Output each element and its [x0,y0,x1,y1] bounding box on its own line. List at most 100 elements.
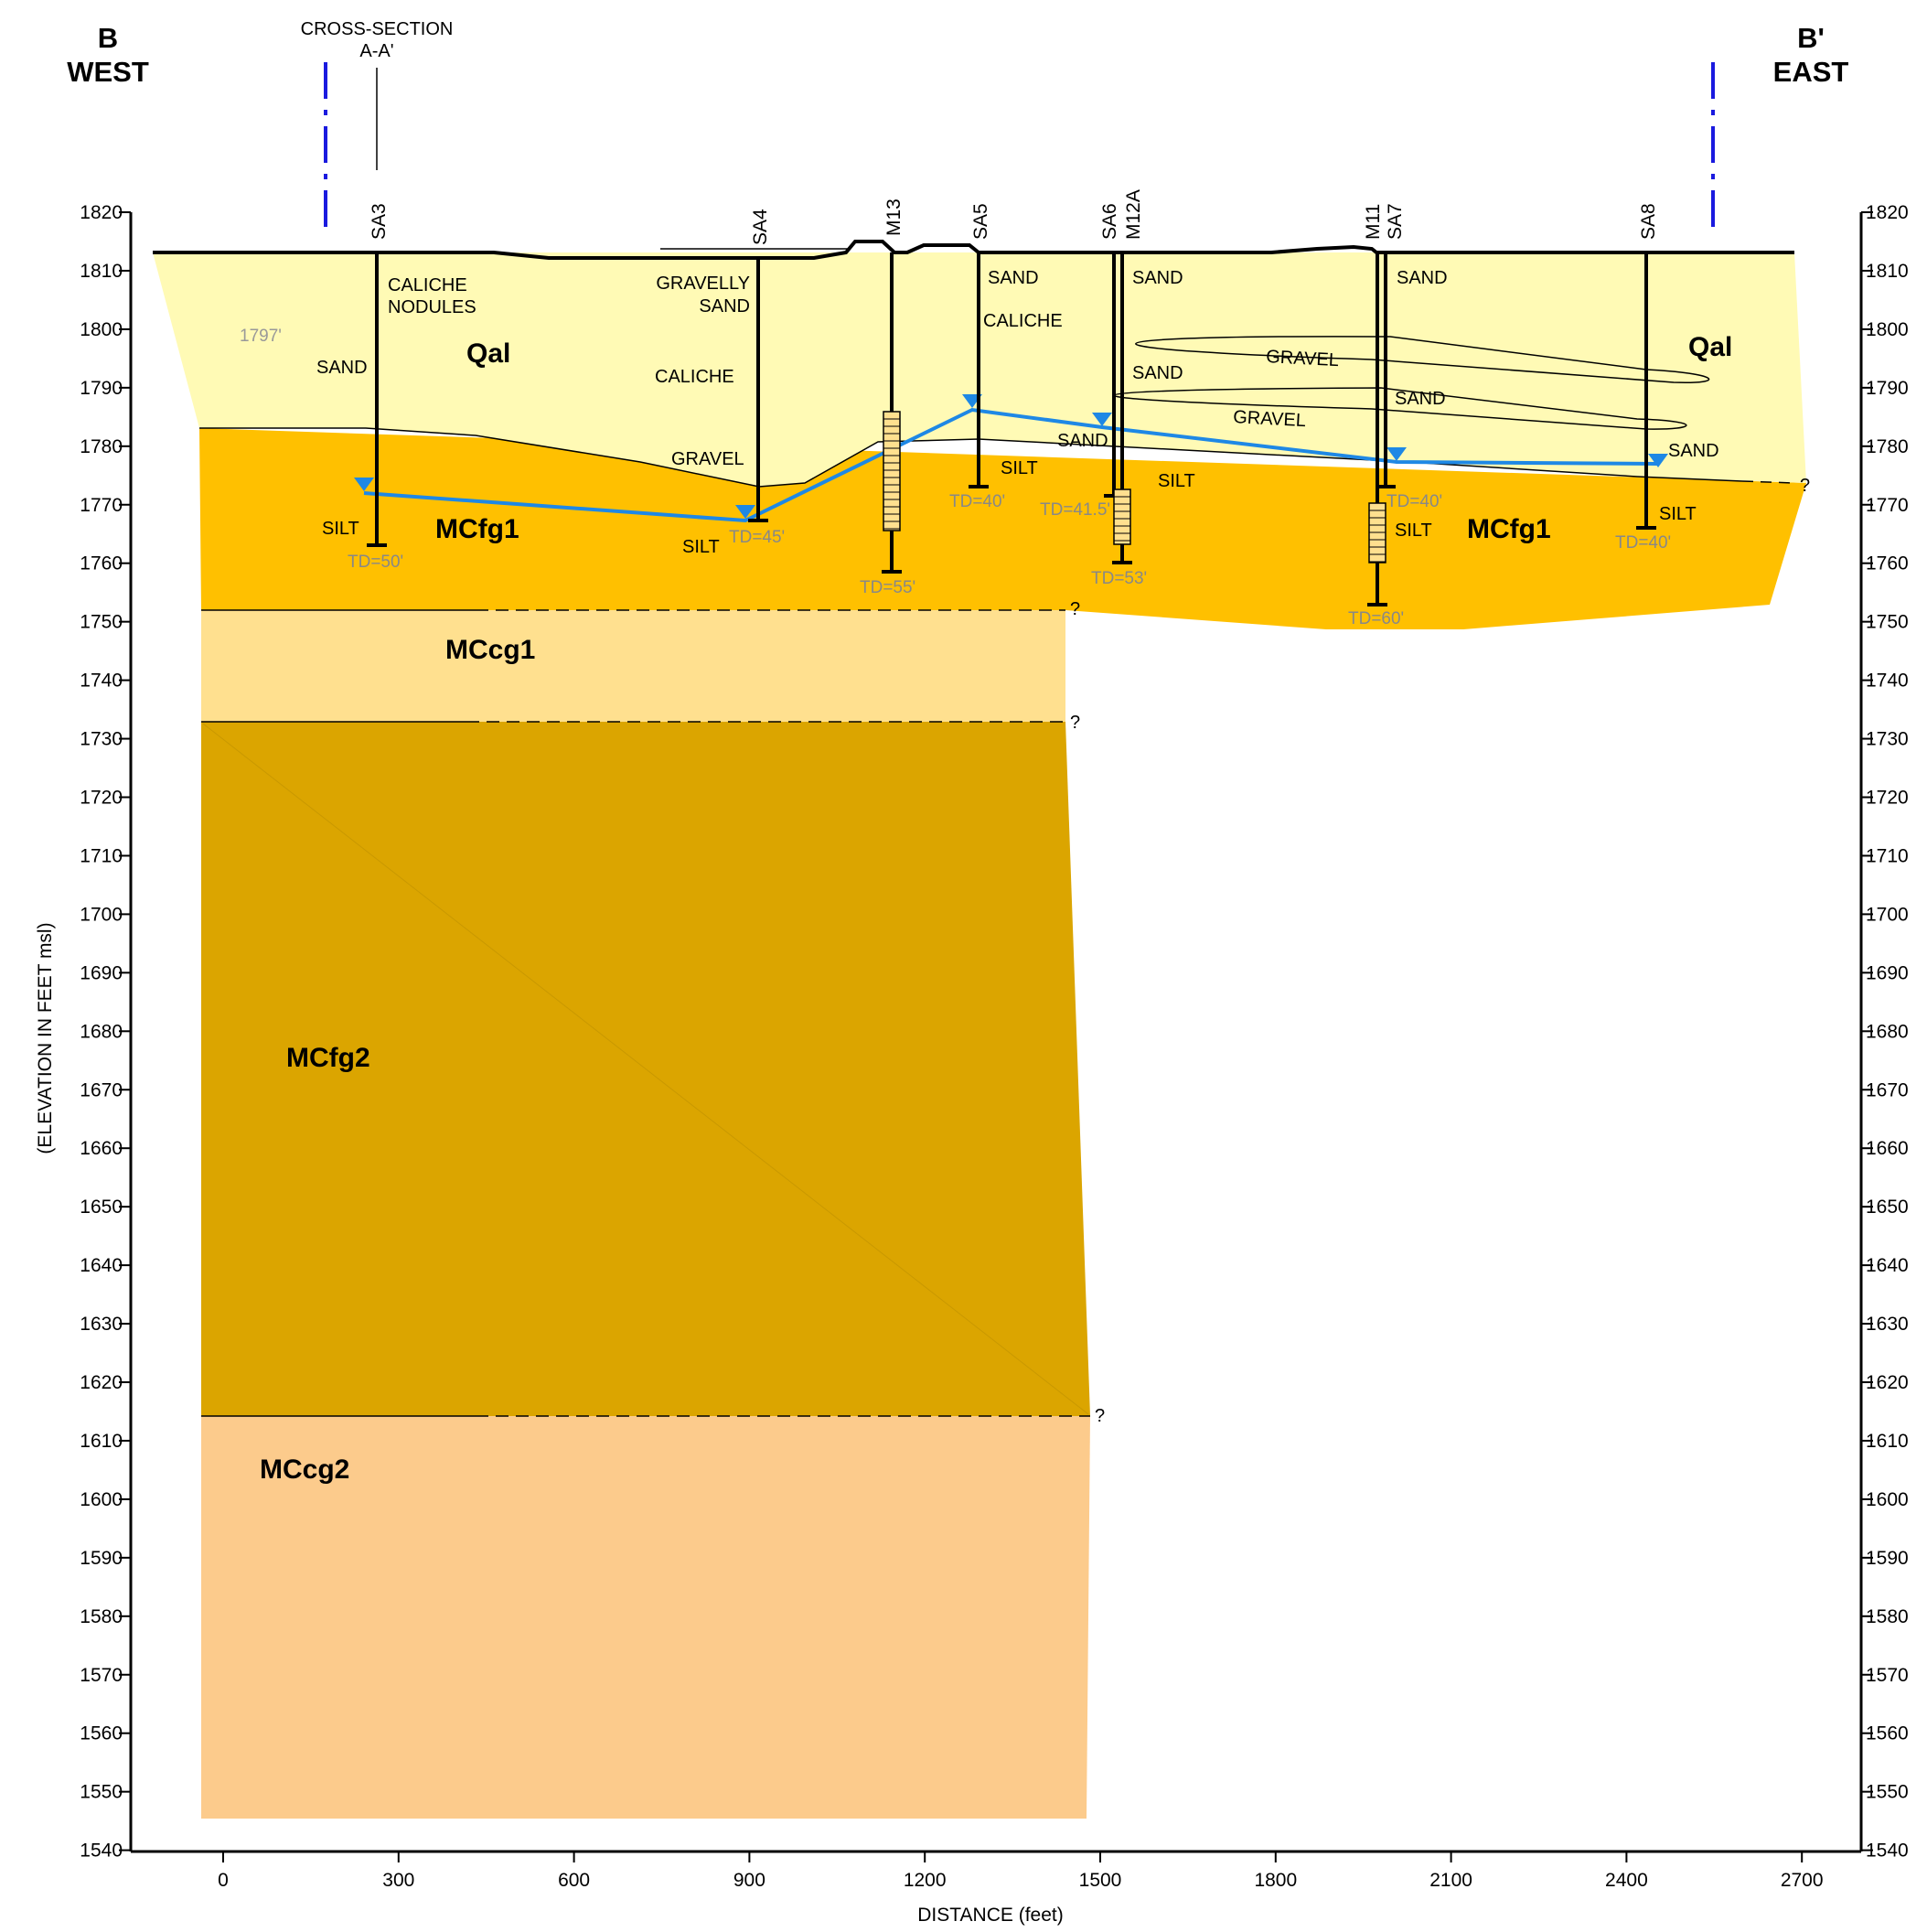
y-tick-label-left: 1560 [80,1723,123,1744]
section-markers [324,62,1715,236]
well-name-sa5: SA5 [970,203,991,240]
y-tick-label-left: 1600 [80,1489,123,1510]
y-tick-label-left: 1570 [80,1665,123,1686]
unit-label-mcfg1-west: MCfg1 [435,514,519,544]
y-tick-label-left: 1720 [80,788,123,809]
y-tick-label-left: 1760 [80,553,123,574]
y-tick-label-right: 1690 [1866,962,1909,983]
x-tick-label: 1200 [904,1870,947,1891]
td-label-sa8: TD=40' [1615,533,1671,553]
y-tick-label-left: 1610 [80,1431,123,1452]
y-tick-label-right: 1600 [1866,1489,1909,1510]
lith-sa3-nodules: NODULES [388,297,476,317]
water-level-marker-icon [735,505,755,519]
y-tick-label-left: 1730 [80,729,123,750]
x-tick-label: 2700 [1781,1870,1824,1891]
lith-sa8-silt: SILT [1659,504,1697,524]
y-tick-labels-right: 1820181018001790178017701760175017401730… [1866,202,1909,1862]
elev-note-1797: 1797' [240,327,282,346]
y-tick-label-right: 1580 [1866,1606,1909,1627]
x-axis-title: DISTANCE (feet) [917,1905,1063,1926]
td-label-sa4: TD=45' [729,528,785,547]
x-tick-label: 900 [733,1870,765,1891]
screen-hatching [883,418,1386,563]
west-label: WEST [67,56,149,88]
unit-mcfg1-fill [199,428,1806,629]
unit-label-mcfg1-east: MCfg1 [1467,514,1551,544]
unit-label-mccg1: MCcg1 [445,635,535,665]
lith-sa4-gravelly: GRAVELLY [656,274,750,294]
td-label-m12a: TD=53' [1091,569,1147,588]
east-letter: B' [1797,22,1825,54]
y-tick-label-left: 1810 [80,261,123,282]
y-tick-label-right: 1810 [1866,261,1909,282]
y-tick-label-right: 1790 [1866,378,1909,399]
lith-sa7-sand-mid: SAND [1395,389,1446,409]
well-name-m11: M11 [1363,204,1384,240]
y-tick-label-left: 1670 [80,1079,123,1100]
y-tick-label-left: 1580 [80,1606,123,1627]
td-label-sa7: TD=40' [1386,492,1442,511]
y-tick-label-left: 1770 [80,495,123,516]
y-tick-label-right: 1820 [1866,202,1909,223]
well-name-sa4: SA4 [750,209,771,245]
well-m12a-screen [1113,488,1131,545]
y-tick-label-right: 1710 [1866,845,1909,866]
y-tick-label-left: 1620 [80,1372,123,1393]
y-tick-label-left: 1700 [80,904,123,925]
lith-sa4-gravel: GRAVEL [671,449,744,469]
water-level-marker-icon [1092,413,1112,426]
x-tick-label: 300 [382,1870,414,1891]
y-tick-label-right: 1770 [1866,495,1909,516]
query-mark-1750: ? [1070,599,1080,619]
west-letter: B [98,22,118,54]
cross-section-a-label-2: A-A' [359,41,393,61]
y-tick-label-left: 1740 [80,671,123,692]
td-label-m13: TD=55' [860,578,915,597]
y-tick-label-right: 1640 [1866,1255,1909,1276]
td-label-sa3: TD=50' [348,553,403,572]
td-label-sa5: TD=40' [949,492,1005,511]
y-tick-label-right: 1760 [1866,553,1909,574]
lith-sa3-sand: SAND [316,358,368,378]
y-tick-label-right: 1560 [1866,1723,1909,1744]
y-tick-label-left: 1780 [80,436,123,457]
lith-sa4-caliche: CALICHE [655,367,734,387]
y-tick-label-left: 1630 [80,1314,123,1335]
lith-sa4-sand: SAND [699,296,750,317]
lith-sa6-sand-low: SAND [1057,431,1108,451]
y-tick-label-right: 1800 [1866,319,1909,340]
lith-gravel-lower: GRAVEL [1233,407,1307,431]
x-tick-label: 0 [218,1870,229,1891]
y-tick-label-right: 1650 [1866,1197,1909,1218]
y-tick-label-left: 1820 [80,202,123,223]
unit-mccg2-fill [201,1416,1090,1819]
y-tick-label-left: 1680 [80,1021,123,1042]
x-tick-label: 2100 [1429,1870,1472,1891]
x-tick-label: 1800 [1254,1870,1297,1891]
mcfg2-diagonal-line [202,723,1089,1415]
x-tick-label: 1500 [1079,1870,1122,1891]
well-name-m13: M13 [883,199,905,236]
td-label-sa6: TD=41.5' [1040,500,1110,520]
water-table-line [363,407,1659,523]
qal-mcfg1-contact [199,427,1743,488]
y-tick-labels-left: 1820181018001790178017701760175017401730… [80,202,123,1862]
lith-sa6-sand-mid: SAND [1132,363,1183,383]
y-tick-label-right: 1700 [1866,904,1909,925]
y-tick-label-left: 1710 [80,845,123,866]
lith-sa5-caliche: CALICHE [983,311,1063,331]
y-tick-label-left: 1660 [80,1138,123,1159]
y-tick-label-left: 1650 [80,1197,123,1218]
lith-sa7-silt: SILT [1395,521,1432,541]
y-axis-title: (ELEVATION IN FEET msl) [35,922,56,1154]
y-tick-label-right: 1660 [1866,1138,1909,1159]
unit-label-mcfg2: MCfg2 [286,1043,370,1073]
x-tick-label: 2400 [1605,1870,1648,1891]
y-tick-label-right: 1780 [1866,436,1909,457]
y-tick-label-right: 1750 [1866,612,1909,633]
cross-section-a-label: CROSS-SECTION [301,19,454,39]
contacts [153,240,1795,1417]
y-tick-label-right: 1670 [1866,1079,1909,1100]
